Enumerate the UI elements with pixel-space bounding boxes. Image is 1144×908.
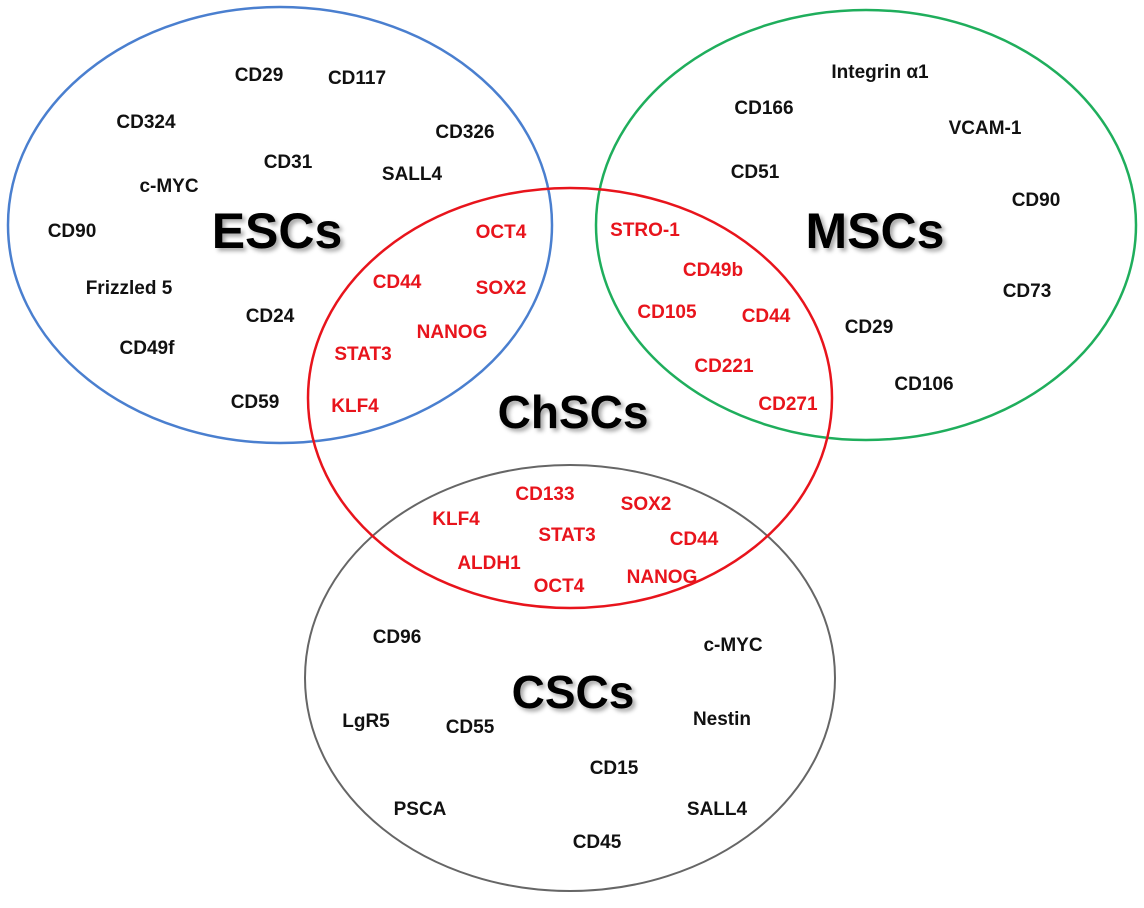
mscs-chscs-markers: STRO-1 CD49b CD105 CD44 CD221 CD271 <box>610 220 818 415</box>
marker-label: SALL4 <box>687 799 748 820</box>
marker-label: c-MYC <box>703 635 762 656</box>
shared-marker-label: STAT3 <box>334 344 391 365</box>
shared-marker-label: SOX2 <box>621 494 672 515</box>
shared-marker-label: KLF4 <box>331 396 379 417</box>
shared-marker-label: ALDH1 <box>457 553 521 574</box>
shared-marker-label: KLF4 <box>432 509 480 530</box>
chscs-title: ChSCs <box>498 386 649 438</box>
marker-label: LgR5 <box>342 711 390 732</box>
shared-marker-label: CD133 <box>515 484 574 505</box>
marker-label: CD166 <box>734 98 793 119</box>
marker-label: CD15 <box>590 758 639 779</box>
cscs-markers: CD96 c-MYC LgR5 CD55 Nestin CD15 PSCA SA… <box>342 627 763 853</box>
shared-marker-label: CD44 <box>373 272 422 293</box>
shared-marker-label: OCT4 <box>476 222 527 243</box>
cscs-title: CSCs <box>512 666 635 718</box>
marker-label: VCAM-1 <box>949 118 1022 139</box>
shared-marker-label: STRO-1 <box>610 220 680 241</box>
shared-marker-label: NANOG <box>417 322 488 343</box>
marker-label: SALL4 <box>382 164 443 185</box>
marker-label: Frizzled 5 <box>86 278 173 299</box>
shared-marker-label: OCT4 <box>534 576 585 597</box>
mscs-title: MSCs <box>806 203 945 259</box>
marker-label: Integrin α1 <box>831 62 929 83</box>
marker-label: CD55 <box>446 717 495 738</box>
marker-label: CD51 <box>731 162 780 183</box>
mscs-circle <box>594 8 1138 442</box>
marker-label: CD73 <box>1003 281 1052 302</box>
mscs-markers: Integrin α1 CD166 VCAM-1 CD51 CD90 CD73 … <box>731 62 1061 395</box>
marker-label: CD117 <box>328 68 386 89</box>
shared-marker-label: STAT3 <box>538 525 595 546</box>
marker-label: CD96 <box>373 627 422 648</box>
shared-marker-label: CD49b <box>683 260 743 281</box>
shared-marker-label: SOX2 <box>476 278 527 299</box>
marker-label: CD29 <box>235 65 284 86</box>
cscs-circle <box>304 464 836 892</box>
marker-label: CD59 <box>231 392 280 413</box>
escs-title: ESCs <box>212 203 343 259</box>
escs-markers: CD29 CD117 CD324 CD326 CD31 SALL4 c-MYC … <box>48 65 495 413</box>
marker-label: CD31 <box>264 152 313 173</box>
shared-marker-label: CD44 <box>670 529 719 550</box>
escs-chscs-markers: OCT4 CD44 SOX2 NANOG STAT3 KLF4 <box>331 222 527 417</box>
marker-label: c-MYC <box>139 176 198 197</box>
marker-label: CD49f <box>120 338 176 359</box>
marker-label: Nestin <box>693 709 751 730</box>
shared-marker-label: CD44 <box>742 306 791 327</box>
shared-marker-label: CD221 <box>694 356 754 377</box>
marker-label: CD90 <box>48 221 97 242</box>
marker-label: CD324 <box>116 112 176 133</box>
marker-label: CD106 <box>894 374 953 395</box>
marker-label: CD29 <box>845 317 894 338</box>
cscs-chscs-markers: CD133 SOX2 KLF4 STAT3 CD44 ALDH1 NANOG O… <box>432 484 718 597</box>
shared-marker-label: NANOG <box>627 567 698 588</box>
marker-label: CD90 <box>1012 190 1061 211</box>
chscs-circle <box>306 186 834 610</box>
escs-circle <box>6 5 554 445</box>
marker-label: PSCA <box>394 799 447 820</box>
marker-label: CD45 <box>573 832 622 853</box>
shared-marker-label: CD105 <box>637 302 697 323</box>
marker-label: CD24 <box>246 306 295 327</box>
shared-marker-label: CD271 <box>758 394 818 415</box>
marker-label: CD326 <box>435 122 494 143</box>
